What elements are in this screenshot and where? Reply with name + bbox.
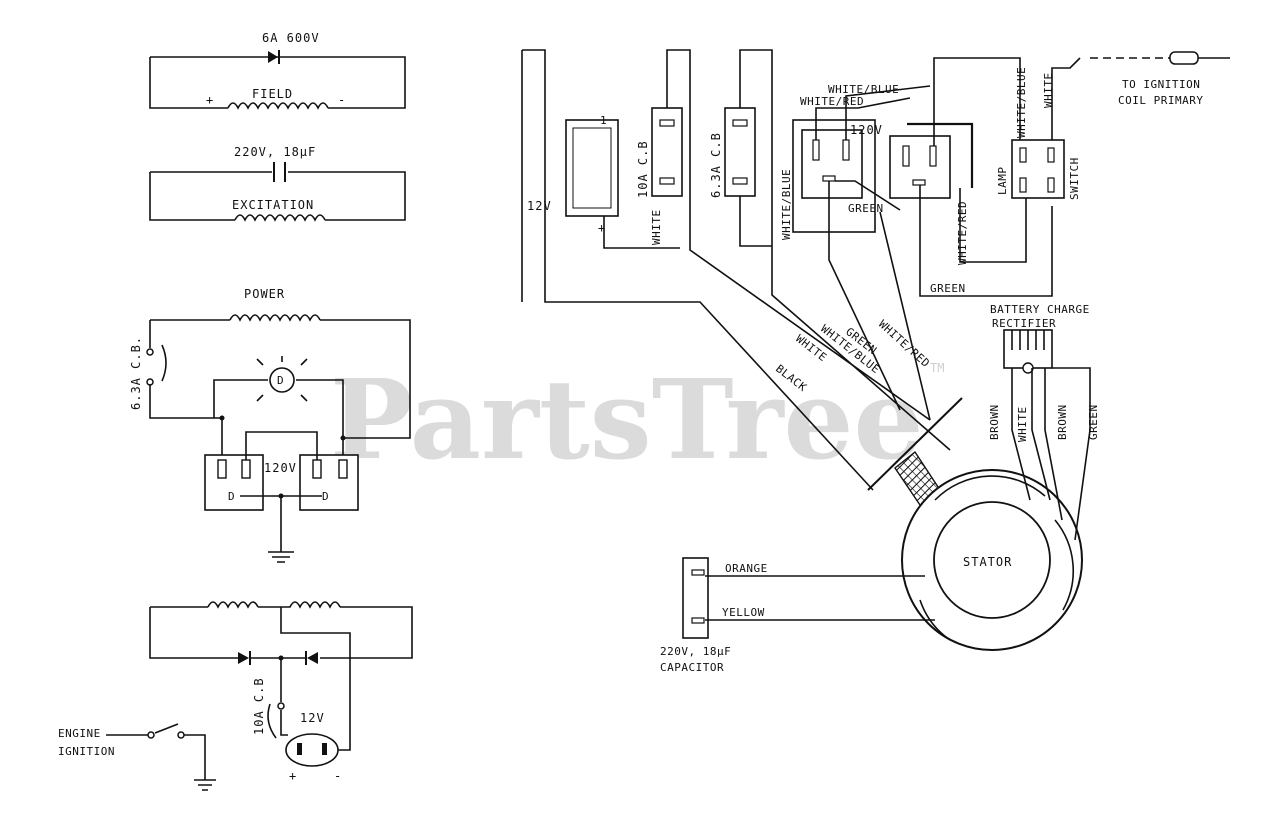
white-blue-wire-1: WHITE/BLUE [828, 83, 899, 96]
white-red-wire-2: WHITE/RED [956, 201, 969, 265]
left-120v-outlet-b [299, 454, 359, 511]
diode-icon [268, 51, 278, 63]
field-minus: - [338, 93, 346, 107]
lamp-wire-label: WHITE/BLUE [1015, 67, 1028, 138]
right-120v-outlet-a [801, 129, 863, 199]
engine-label: ENGINE [58, 727, 101, 740]
ignition-label: IGNITION [58, 745, 115, 758]
white-blue-wire-2: WHITE/BLUE [780, 169, 793, 240]
lamp-icon [269, 367, 295, 393]
cap-label-2: CAPACITOR [660, 661, 724, 674]
right-12v-plus: + [598, 221, 606, 235]
stator-label: STATOR [963, 555, 1012, 569]
green-wire-1: GREEN [848, 202, 884, 215]
rectifier-label-2: RECTIFIER [992, 317, 1056, 330]
right-120v-label: 120V [850, 123, 883, 137]
yellow-wire: YELLOW [722, 606, 765, 619]
left-12v-label: 12V [300, 711, 325, 725]
breaker-63-label: 6.3A C.B. [129, 336, 143, 410]
left-12v-minus: - [334, 769, 342, 783]
field-label: FIELD [252, 87, 293, 101]
lamp-label: LAMP [996, 167, 1009, 196]
right-12v-outlet [565, 119, 619, 217]
watermark-tm: TM [930, 361, 944, 375]
outlet-pin-a: D [228, 490, 235, 503]
left-12v-outlet [285, 733, 339, 767]
diode-rating: 6A 600V [262, 31, 320, 45]
orange-wire: ORANGE [725, 562, 768, 575]
brown-wire-1: BROWN [988, 404, 1001, 440]
green-wire-r: GREEN [1087, 404, 1100, 440]
lamp-symbol: D [277, 374, 284, 387]
battery-charge-circuit: 10A C.B 12V + - [149, 601, 413, 783]
power-label: POWER [244, 287, 285, 301]
power-circuit: 6.3A C.B. POWER D D D 120V [129, 287, 411, 563]
switch-wire-label: WHITE [1042, 72, 1055, 108]
ignition-note-2: COIL PRIMARY [1118, 94, 1203, 107]
ignition-connector-icon [1169, 51, 1199, 65]
white-red-wire-1: WHITE/RED [800, 95, 864, 108]
right-63a-breaker [724, 107, 756, 197]
excitation-label: EXCITATION [232, 198, 314, 212]
right-10a-label: 10A C.B [636, 140, 650, 198]
white-wire-1: WHITE [650, 209, 663, 245]
diode-right-icon [307, 652, 318, 664]
right-12v-num: 1 [600, 114, 607, 127]
green-wire-2: GREEN [930, 282, 966, 295]
left-120v-outlet-a [204, 454, 264, 511]
capacitor-rating: 220V, 18μF [234, 145, 316, 159]
wiring-harness: 12V + 1 10A C.B WHITE 6.3A C.B WHITE/BLU… [521, 49, 1230, 674]
ignition-note-1: TO IGNITION [1122, 78, 1200, 91]
switch-label: SWITCH [1068, 157, 1081, 200]
field-circuit: 6A 600V FIELD + - [149, 31, 406, 110]
right-12v-label: 12V [527, 199, 552, 213]
right-10a-breaker [651, 107, 683, 197]
diode-left-icon [238, 652, 249, 664]
white-wire-r: WHITE [1016, 406, 1029, 442]
left-outlet-voltage: 120V [264, 461, 297, 475]
outlet-pin-b: D [322, 490, 329, 503]
right-63a-label: 6.3A C.B [709, 132, 723, 198]
brown-wire-2: BROWN [1056, 404, 1069, 440]
ground-icon-2 [194, 779, 216, 791]
breaker-63-icon [161, 344, 167, 382]
left-12v-plus: + [289, 769, 297, 783]
breaker-10-label: 10A C.B [252, 677, 266, 735]
engine-ignition: ENGINE IGNITION [58, 723, 216, 791]
ground-icon [268, 551, 294, 563]
rectifier-label-1: BATTERY CHARGE [990, 303, 1090, 316]
field-plus: + [206, 93, 214, 107]
lamp-switch-block [1011, 139, 1065, 199]
watermark: PartsTree [330, 355, 924, 484]
cap-label-1: 220V, 18μF [660, 645, 731, 658]
harness-clamp [867, 397, 963, 491]
excitation-circuit: 220V, 18μF EXCITATION [149, 145, 406, 222]
